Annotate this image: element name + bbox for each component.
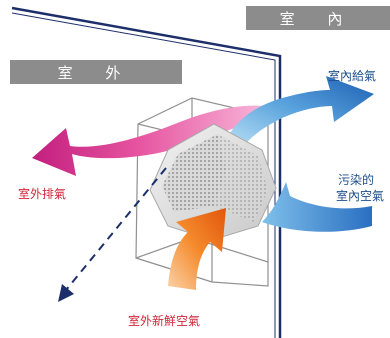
return-air-label-line1: 污染的 [338, 172, 374, 188]
exhaust-air-label: 室外排氣 [18, 186, 66, 202]
indoor-label: 室 內 [246, 6, 390, 30]
supply-air-label: 室內給氣 [328, 68, 376, 84]
exhaust-duct-line [58, 168, 166, 302]
return-air-label-line2: 室內空氣 [336, 188, 384, 204]
fresh-air-label: 室外新鮮空氣 [128, 313, 200, 329]
outdoor-label: 室 外 [10, 60, 182, 84]
